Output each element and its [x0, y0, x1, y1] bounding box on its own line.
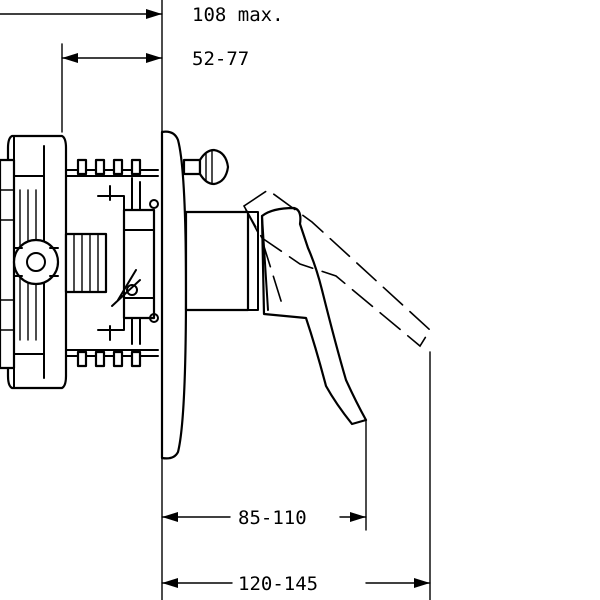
dimension-mounting-depth: 52-77 [61, 43, 249, 133]
dimension-lever-projection-open-label: 120-145 [238, 573, 318, 595]
dimension-mounting-depth-label: 52-77 [192, 48, 249, 70]
diverter-knob[interactable] [182, 148, 230, 186]
concealed-valve-body [0, 134, 68, 390]
lever-open-position [242, 189, 432, 348]
mounting-frame [64, 158, 159, 368]
dimension-lever-projection-open: 120-145 [161, 351, 431, 600]
dimension-lever-projection: 85-110 [161, 419, 367, 531]
lever-handle[interactable] [260, 206, 368, 426]
dimension-lever-projection-label: 85-110 [238, 507, 307, 529]
lever-hub [184, 210, 259, 312]
dimension-overall-depth-label: 108 max. [192, 4, 284, 26]
cover-plate [160, 130, 188, 460]
dimension-overall-depth: 108 max. [0, 4, 284, 26]
